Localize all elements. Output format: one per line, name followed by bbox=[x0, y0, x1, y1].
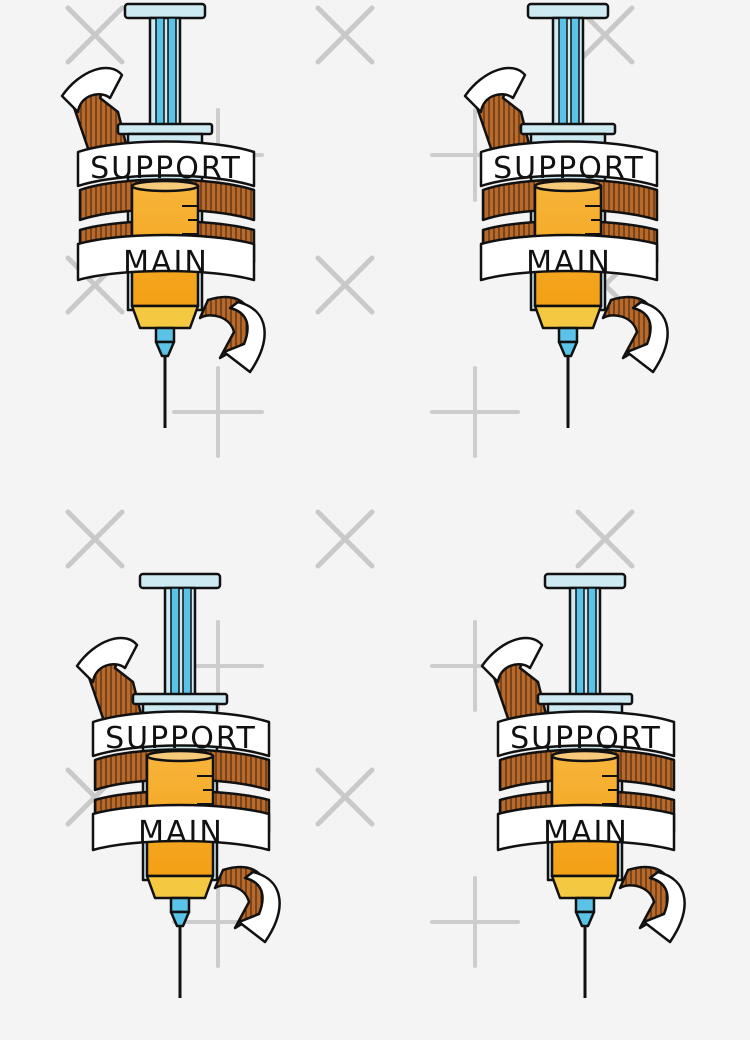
syringe-ribbon-illustration: SUPPORT MAIN bbox=[463, 2, 669, 428]
sticker-sheet: SUPPORT MAIN bbox=[40, 0, 703, 998]
ribbon-top-label: SUPPORT bbox=[493, 151, 645, 186]
ribbon-bottom-label: MAIN bbox=[526, 245, 612, 280]
x-watermark-icon bbox=[315, 509, 375, 569]
syringe-ribbon-illustration: SUPPORT MAIN bbox=[60, 2, 266, 428]
sticker-support-main: SUPPORT MAIN bbox=[40, 0, 300, 470]
syringe-ribbon-illustration: SUPPORT MAIN bbox=[75, 572, 281, 998]
x-watermark-icon bbox=[315, 767, 375, 827]
ribbon-bottom-label: MAIN bbox=[123, 245, 209, 280]
sticker-support-main: SUPPORT MAIN bbox=[443, 0, 703, 470]
syringe-ribbon-illustration: SUPPORT MAIN bbox=[480, 572, 686, 998]
ribbon-top-label: SUPPORT bbox=[105, 721, 257, 756]
ribbon-top-label: SUPPORT bbox=[510, 721, 662, 756]
ribbon-bottom-label: MAIN bbox=[138, 815, 224, 850]
sticker-support-main: SUPPORT MAIN bbox=[460, 570, 720, 1040]
x-watermark-icon bbox=[65, 509, 125, 569]
sticker-support-main: SUPPORT MAIN bbox=[55, 570, 315, 1040]
ribbon-bottom-label: MAIN bbox=[543, 815, 629, 850]
x-watermark-icon bbox=[315, 5, 375, 65]
x-watermark-icon bbox=[575, 509, 635, 569]
ribbon-top-label: SUPPORT bbox=[90, 151, 242, 186]
x-watermark-icon bbox=[315, 255, 375, 315]
